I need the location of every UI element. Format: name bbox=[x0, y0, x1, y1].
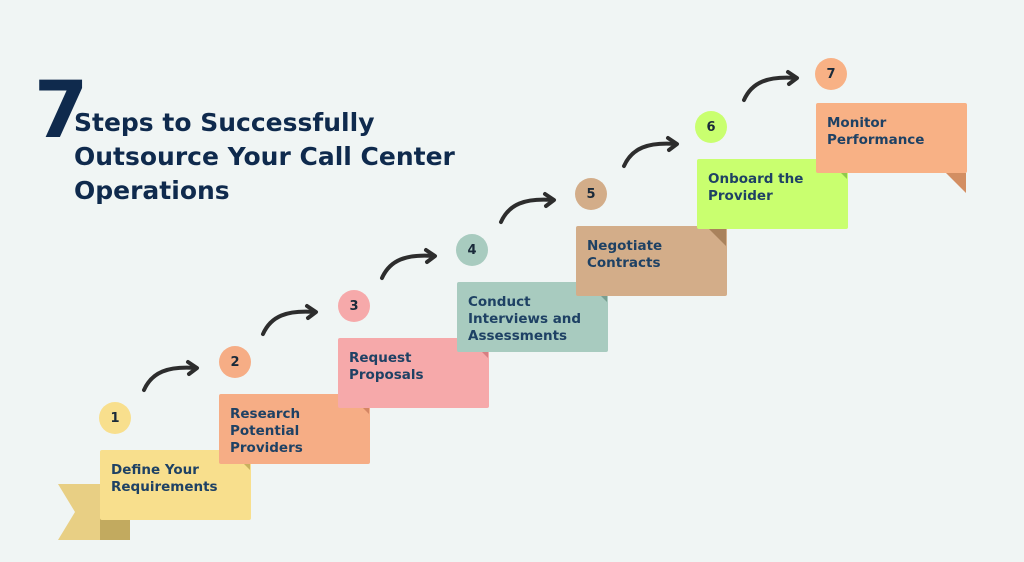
step-number-7: 7 bbox=[826, 66, 836, 82]
step-3-line-1: Request bbox=[349, 350, 412, 366]
step-card-4: Conduct Interviews and Assessments bbox=[457, 282, 608, 352]
step-card-5: Negotiate Contracts bbox=[576, 226, 727, 296]
step-card-7: Monitor Performance bbox=[816, 103, 967, 173]
step-5-fold bbox=[706, 226, 726, 246]
step-6-line-2: Provider bbox=[708, 188, 773, 204]
title-line-2: Outsource Your Call Center bbox=[74, 142, 455, 171]
title-block: 7 Steps to Successfully Outsource Your C… bbox=[34, 72, 464, 212]
step-1-line-2: Requirements bbox=[111, 479, 218, 495]
title-line-1: Steps to Successfully bbox=[74, 108, 375, 137]
step-2-line-2: Providers bbox=[230, 440, 303, 456]
step-number-1: 1 bbox=[110, 410, 120, 426]
step-circle-1: 1 bbox=[99, 402, 131, 434]
step-5-line-1: Negotiate bbox=[587, 238, 663, 254]
step-number-6: 6 bbox=[706, 119, 716, 135]
step-7-line-2: Performance bbox=[827, 132, 925, 148]
curved-arrow-icon bbox=[499, 192, 556, 224]
title-line-3: Operations bbox=[74, 176, 230, 205]
step-circle-3: 3 bbox=[338, 290, 370, 322]
curved-arrow-icon bbox=[380, 248, 437, 280]
step-6-line-1: Onboard the bbox=[708, 171, 804, 187]
step-number-5: 5 bbox=[586, 186, 596, 202]
curved-arrow-icon bbox=[142, 360, 199, 392]
curved-arrow-icon bbox=[622, 136, 679, 168]
step-circle-6: 6 bbox=[695, 111, 727, 143]
step-1-line-1: Define Your bbox=[111, 462, 199, 478]
step-5-line-2: Contracts bbox=[587, 255, 661, 271]
ribbon-tail-shape bbox=[58, 484, 100, 540]
step-4-line-3: Assessments bbox=[468, 328, 568, 344]
step-circle-2: 2 bbox=[219, 346, 251, 378]
step-2-line-1: Research Potential bbox=[230, 406, 301, 439]
page-title: Steps to Successfully Outsource Your Cal… bbox=[74, 106, 479, 208]
step-7-line-1: Monitor bbox=[827, 115, 887, 131]
curved-arrow-icon bbox=[261, 304, 318, 336]
step-number-3: 3 bbox=[349, 298, 359, 314]
step-number-2: 2 bbox=[230, 354, 240, 370]
step-circle-5: 5 bbox=[575, 178, 607, 210]
step-4-line-1: Conduct bbox=[468, 294, 531, 310]
step-7-fold bbox=[946, 173, 966, 193]
step-4-line-2: Interviews and bbox=[468, 311, 582, 327]
step-circle-7: 7 bbox=[815, 58, 847, 90]
title-number: 7 bbox=[34, 66, 88, 156]
step-3-line-2: Proposals bbox=[349, 367, 424, 383]
step-number-4: 4 bbox=[467, 242, 477, 258]
curved-arrow-icon bbox=[742, 70, 799, 102]
step-circle-4: 4 bbox=[456, 234, 488, 266]
